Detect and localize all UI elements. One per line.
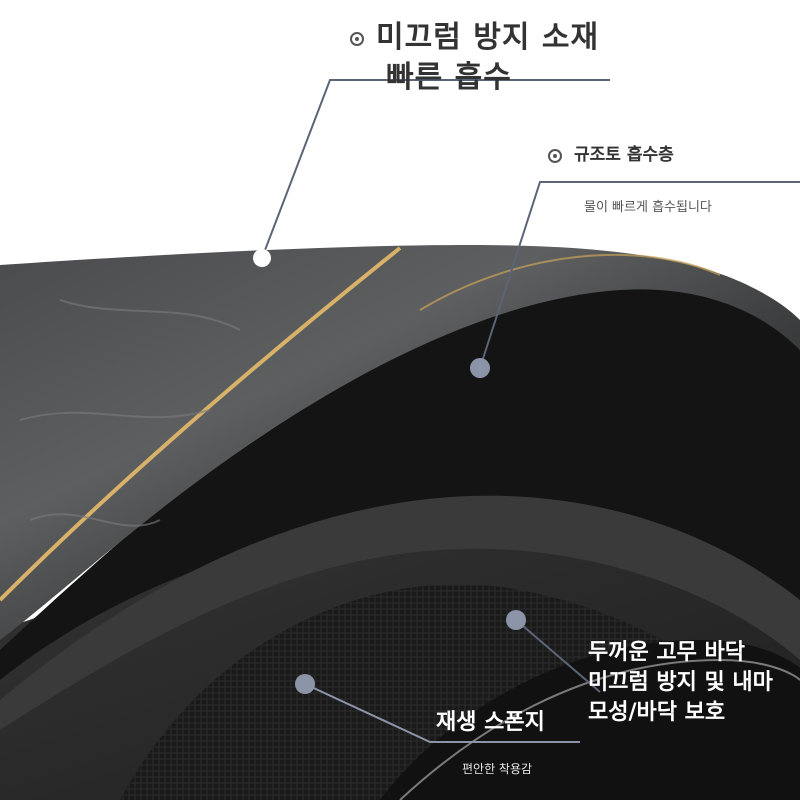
diatomite-title: 규조토 흡수층 <box>574 145 674 165</box>
grey-sponge-band <box>0 495 800 730</box>
marker-sponge <box>295 674 315 694</box>
rubber-line1: 두꺼운 고무 바닥 <box>588 640 745 665</box>
sponge-subtitle: 편안한 착용감 <box>462 762 533 776</box>
marker-top <box>253 249 271 267</box>
top-feature-line2: 빠른 흡수 <box>386 60 512 95</box>
rubber-label: 두꺼운 고무 바닥 미끄럼 방지 및 내마 모성/바닥 보호 <box>588 638 773 728</box>
black-layer <box>0 266 800 680</box>
rubber-inner <box>380 640 800 800</box>
rubber-line3: 모성/바닥 보호 <box>588 700 726 725</box>
leader-rubber <box>515 619 601 693</box>
top-feature-label: 미끄럼 방지 소재 빠른 흡수 <box>350 18 599 98</box>
bullet-icon <box>350 31 364 46</box>
marker-rubber <box>506 610 526 630</box>
leader-top <box>261 79 610 259</box>
bullet-icon <box>548 148 562 163</box>
diatomite-label: 규조토 흡수층 <box>548 140 674 165</box>
marker-diatomite <box>470 358 490 378</box>
diatomite-subtitle: 물이 빠르게 흡수됩니다 <box>584 200 712 215</box>
top-feature-line1: 미끄럼 방지 소재 <box>376 20 600 55</box>
marble-layer <box>0 245 800 640</box>
leader-sponge <box>304 683 580 743</box>
leader-diatomite <box>479 181 800 369</box>
rubber-line2: 미끄럼 방지 및 내마 <box>588 670 773 695</box>
sponge-title: 재생 스폰지 <box>436 710 545 735</box>
